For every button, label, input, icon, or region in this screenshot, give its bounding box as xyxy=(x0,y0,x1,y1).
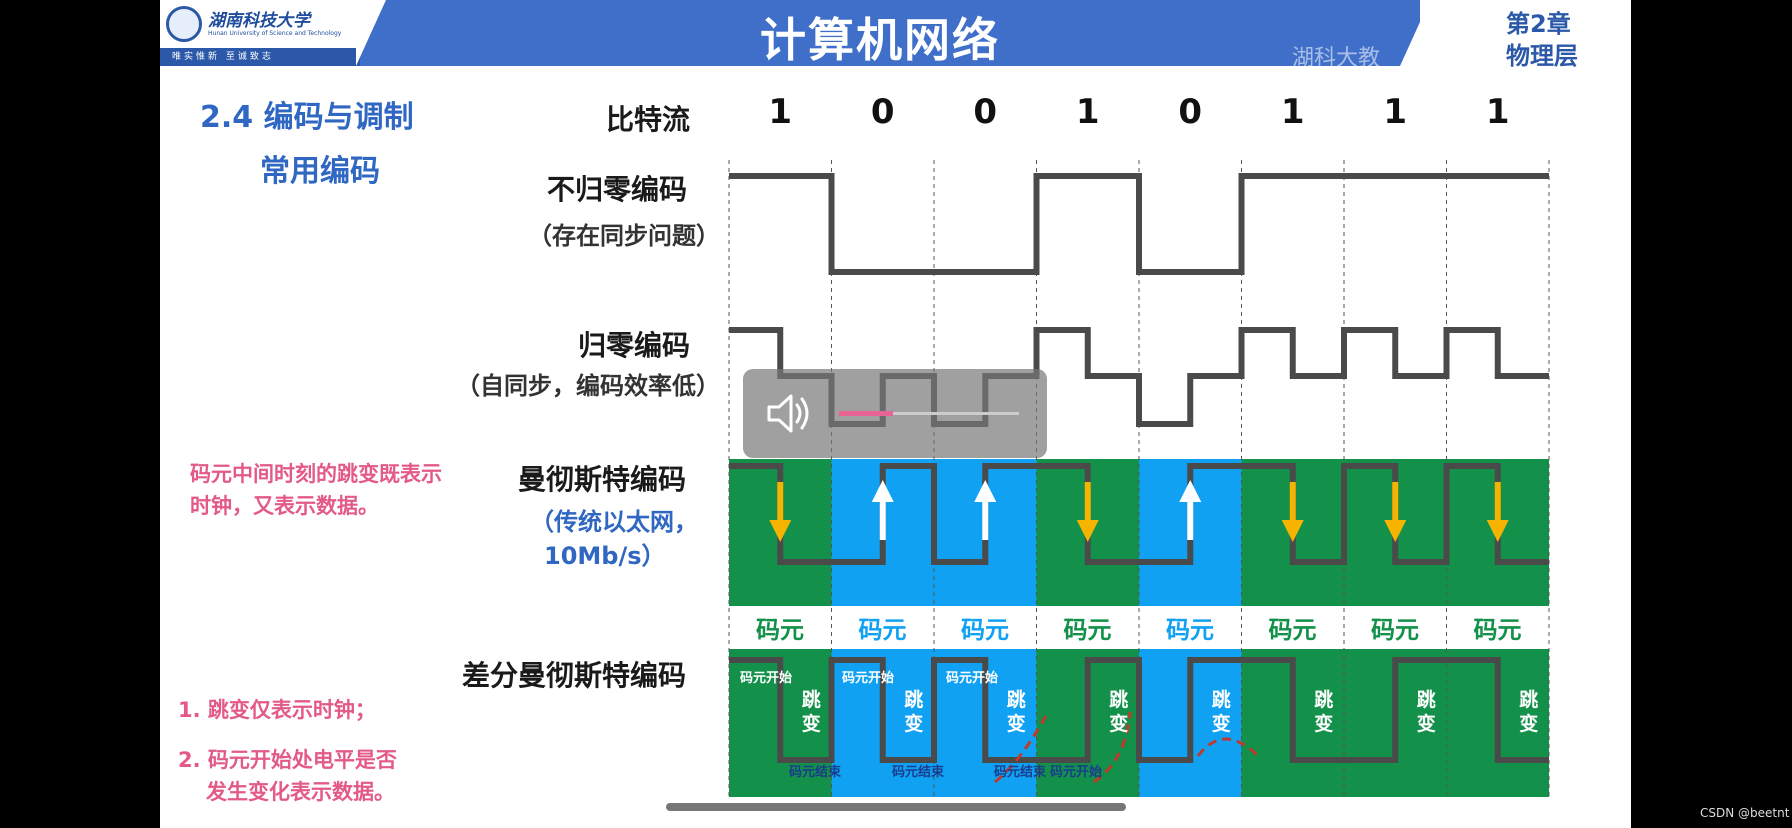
section-heading: 2.4 编码与调制 xyxy=(200,100,414,135)
down-arrow-icon xyxy=(769,520,792,542)
down-arrow-icon xyxy=(1076,520,1099,542)
symbol-end-label: 码元结束 xyxy=(994,765,1047,780)
chapter-name: 物理层 xyxy=(1506,42,1578,70)
diff-manchester-label: 差分曼彻斯特编码 xyxy=(462,659,687,692)
manchester-note-2: 10Mb/s） xyxy=(544,542,666,570)
bit-value: 1 xyxy=(1280,92,1305,132)
dashed-arrow xyxy=(1196,737,1260,758)
transition-label: 跳 xyxy=(1211,689,1231,711)
manchester-annotation-2: 时钟，又表示数据。 xyxy=(190,494,379,518)
university-name-en: Hunan University of Science and Technolo… xyxy=(208,30,342,37)
transition-label: 跳 xyxy=(1109,689,1129,711)
bit-value: 1 xyxy=(1485,92,1510,132)
symbol-cell-label: 码元 xyxy=(1063,616,1112,644)
transition-label: 跳 xyxy=(1519,689,1539,711)
bit-value: 0 xyxy=(1178,92,1203,132)
header-divider xyxy=(356,0,386,66)
transition-label: 变 xyxy=(801,713,821,735)
csdn-credit: CSDN @beetnt xyxy=(1700,806,1790,820)
manchester-label: 曼彻斯特编码 xyxy=(518,463,687,496)
bit-value: 1 xyxy=(768,92,793,132)
volume-track[interactable] xyxy=(839,412,1019,415)
transition-label: 变 xyxy=(1211,713,1231,735)
rz-note: （自同步，编码效率低） xyxy=(456,372,720,400)
transition-label: 跳 xyxy=(1416,689,1436,711)
transition-label: 变 xyxy=(1519,713,1539,735)
university-logo: 湖南科技大学 Hunan University of Science and T… xyxy=(160,0,360,66)
slide-title: 计算机网络 xyxy=(760,13,1000,67)
down-arrow-icon xyxy=(1281,520,1304,542)
transition-label: 跳 xyxy=(904,689,924,711)
dashed-arrow xyxy=(994,711,1050,784)
up-arrow-icon xyxy=(1179,480,1202,502)
watermark: 湖科大教 xyxy=(1292,46,1381,71)
manchester-annotation-1: 码元中间时刻的跳变既表示 xyxy=(190,462,442,486)
symbol-cell-label: 码元 xyxy=(961,616,1009,644)
symbol-end-label: 码元结束 xyxy=(892,765,945,780)
dashed-arrow xyxy=(1093,711,1132,784)
university-name-cn: 湖南科技大学 xyxy=(208,11,310,31)
diff-manchester-waveform xyxy=(729,657,1549,763)
section-subheading: 常用编码 xyxy=(260,154,380,189)
speaker-icon[interactable] xyxy=(765,391,813,436)
university-motto: 唯实惟新 至诚致志 xyxy=(160,48,360,66)
symbol-cell-label: 码元 xyxy=(858,616,907,644)
nrz-note: （存在同步问题） xyxy=(528,222,720,250)
transition-label: 跳 xyxy=(1314,689,1334,711)
up-arrow-icon xyxy=(974,480,997,502)
university-seal-icon xyxy=(166,6,202,42)
bit-value: 0 xyxy=(973,92,998,132)
nrz-label: 不归零编码 xyxy=(547,173,688,206)
symbol-start-label: 码元开始 xyxy=(740,671,793,686)
diff-annotation-1: 1. 跳变仅表示时钟； xyxy=(178,698,376,722)
transition-label: 变 xyxy=(1006,713,1026,735)
transition-label: 变 xyxy=(1416,713,1436,735)
diff-annotation-2b: 发生变化表示数据。 xyxy=(206,780,395,804)
transition-label: 变 xyxy=(904,713,924,735)
symbol-start-label: 码元开始 xyxy=(842,671,895,686)
down-arrow-icon xyxy=(1384,520,1407,542)
diff-annotation-2a: 2. 码元开始处电平是否 xyxy=(178,748,397,772)
symbol-start-label: 码元开始 xyxy=(946,671,999,686)
symbol-cell-label: 码元 xyxy=(1166,616,1214,644)
up-arrow-icon xyxy=(871,480,894,502)
symbol-cell-label: 码元 xyxy=(756,616,804,644)
chapter-box xyxy=(1420,0,1631,66)
bit-value: 0 xyxy=(870,92,895,132)
bit-value: 1 xyxy=(1075,92,1100,132)
transition-label: 变 xyxy=(1109,713,1129,735)
transition-label: 跳 xyxy=(801,689,821,711)
transition-label: 变 xyxy=(1314,713,1334,735)
symbol-start-label: 码元开始 xyxy=(1050,765,1103,780)
bitstream-label: 比特流 xyxy=(606,103,691,136)
symbol-cell-label: 码元 xyxy=(1268,616,1317,644)
volume-level xyxy=(839,411,893,416)
symbol-end-label: 码元结束 xyxy=(789,765,842,780)
slide-header: 湖南科技大学 Hunan University of Science and T… xyxy=(160,0,1631,71)
nrz-waveform xyxy=(729,173,1549,275)
volume-overlay[interactable] xyxy=(743,369,1047,458)
symbol-cell-label: 码元 xyxy=(1473,616,1522,644)
bit-value: 1 xyxy=(1383,92,1408,132)
manchester-note-1: （传统以太网， xyxy=(530,508,698,536)
chapter-number: 第2章 xyxy=(1506,10,1571,38)
rz-label: 归零编码 xyxy=(578,329,691,362)
horizontal-scrollbar[interactable] xyxy=(666,803,1126,811)
slide: 湖南科技大学 Hunan University of Science and T… xyxy=(160,0,1631,828)
symbol-cell-label: 码元 xyxy=(1371,616,1419,644)
down-arrow-icon xyxy=(1486,520,1509,542)
transition-label: 跳 xyxy=(1006,689,1026,711)
